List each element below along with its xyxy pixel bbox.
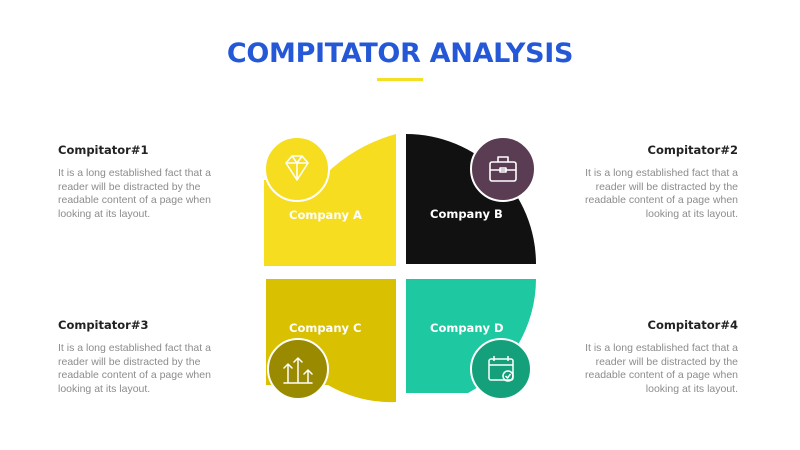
growth-chart-icon	[283, 356, 313, 384]
competitor-3-heading: Compitator#3	[58, 318, 149, 332]
briefcase-icon	[489, 156, 517, 182]
company-a-quadrant	[264, 134, 396, 266]
company-d-label: Company D	[430, 321, 504, 335]
competitor-4-heading: Compitator#4	[647, 318, 738, 332]
company-d-icon-badge	[470, 338, 532, 400]
company-c-icon-badge	[267, 338, 329, 400]
company-c-label: Company C	[289, 321, 361, 335]
diamond-icon	[285, 155, 309, 181]
competitor-2-block: Compitator#2 It is a long established fa…	[568, 143, 738, 221]
company-b-label: Company B	[430, 207, 503, 221]
competitor-3-block: Compitator#3 It is a long established fa…	[58, 318, 228, 396]
company-b-icon-badge	[470, 136, 536, 202]
competitor-4-block: Compitator#4 It is a long established fa…	[568, 318, 738, 396]
company-a-label: Company A	[289, 208, 362, 222]
company-a-icon-badge	[264, 136, 330, 202]
competitor-4-text: It is a long established fact that a rea…	[585, 342, 738, 395]
competitor-1-heading: Compitator#1	[58, 143, 149, 157]
competitor-2-heading: Compitator#2	[647, 143, 738, 157]
company-b-quadrant	[406, 134, 536, 264]
competitor-3-text: It is a long established fact that a rea…	[58, 342, 211, 395]
competitor-1-text: It is a long established fact that a rea…	[58, 167, 211, 220]
calendar-check-icon	[488, 356, 514, 382]
competitor-2-text: It is a long established fact that a rea…	[585, 167, 738, 220]
competitor-1-block: Compitator#1 It is a long established fa…	[58, 143, 228, 221]
title-underline	[377, 78, 423, 81]
page-title: COMPITATOR ANALYSIS	[226, 38, 574, 69]
